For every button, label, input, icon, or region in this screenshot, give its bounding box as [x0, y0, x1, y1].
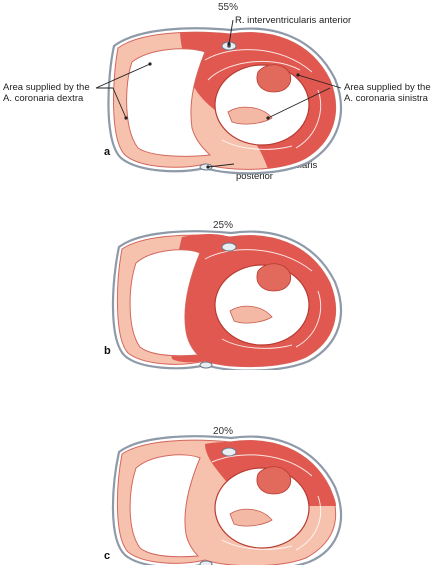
panel-letter-b: b [104, 345, 111, 357]
percent-label-b: 25% [212, 220, 233, 231]
heart-section-c [111, 435, 343, 565]
label-interventricular-posterior-line2: posterior [236, 171, 273, 182]
label-left-coronary-area-line1: Area supplied by the [344, 82, 431, 93]
papillary-muscle-anterior-c [256, 466, 292, 495]
heart-section-b [111, 230, 343, 370]
myocardial-fibers-c [132, 454, 322, 551]
papillary-muscle-posterior-b [229, 305, 273, 324]
papillary-muscle-posterior-c [229, 508, 273, 527]
label-right-coronary-area-line2: A. coronaria dextra [3, 93, 84, 104]
percent-label-c: 20% [212, 426, 233, 437]
posterior-interventricular-vessel-a [199, 163, 213, 171]
papillary-muscle-anterior-b [256, 263, 292, 292]
label-interventricular-anterior: R. interventricularis anterior [235, 15, 352, 26]
anterior-interventricular-vessel-b [221, 242, 237, 252]
right-ventricle-cavity-c [129, 454, 201, 558]
percent-label-a: 55% [217, 2, 238, 13]
myocardial-fibers-b [132, 249, 322, 349]
heart-section-a [107, 27, 343, 175]
anterior-interventricular-vessel-c [221, 447, 237, 457]
label-left-coronary-area-line2: A. coronaria sinistra [344, 93, 428, 104]
panel-letter-a: a [104, 146, 111, 158]
right-ventricle-cavity-b [129, 249, 201, 357]
anterior-vessel-lumen-a [227, 44, 231, 48]
posterior-interventricular-vessel-c [199, 560, 213, 565]
panel-letter-c: c [104, 550, 111, 562]
papillary-muscle-anterior-a [256, 64, 292, 93]
posterior-interventricular-vessel-b [199, 361, 213, 369]
label-right-coronary-area-line1: Area supplied by the [3, 82, 90, 93]
